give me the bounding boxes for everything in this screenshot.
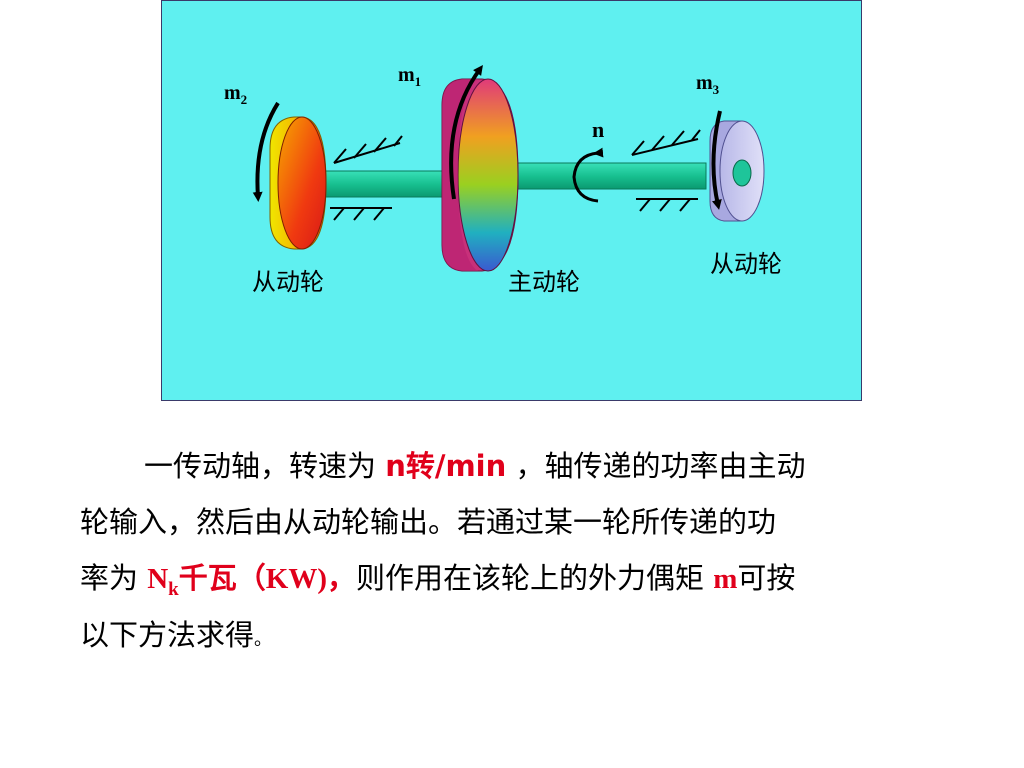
label-n: n xyxy=(592,117,604,142)
label-driven-wheel-right: 从动轮 xyxy=(710,250,782,278)
power-unit-cn: 千瓦（ xyxy=(178,561,266,595)
moment-arrow-m2 xyxy=(252,101,280,202)
paragraph-line-2: 轮输入，然后由从动轮输出。若通过某一轮所传递的功 xyxy=(80,505,777,539)
shaft-diagram: m1 m2 m3 n 从动轮 主动轮 从动轮 xyxy=(161,0,862,401)
speed-unit: n转/min xyxy=(385,449,507,483)
moment-arrow-m3 xyxy=(711,110,722,210)
label-m1: m1 xyxy=(398,64,421,89)
label-driven-wheel-left: 从动轮 xyxy=(252,268,324,296)
driver-wheel xyxy=(441,78,519,272)
moment-arrow-m1 xyxy=(449,64,483,200)
rotation-arrow-n xyxy=(572,147,604,203)
paragraph-line-3: 率为 Nk千瓦（KW)，则作用在该轮上的外力偶矩 m可按 xyxy=(80,561,796,600)
label-m2: m2 xyxy=(224,82,247,107)
label-m3: m3 xyxy=(696,72,720,97)
paragraph-line-1: 一传动轴，转速为 n转/min ，轴传递的功率由主动 xyxy=(144,449,806,483)
paragraph-line-4: 以下方法求得。 xyxy=(80,618,273,652)
right-wheel-hub xyxy=(732,159,752,187)
label-driver-wheel: 主动轮 xyxy=(508,268,580,296)
explanation-paragraph: 一传动轴，转速为 n转/min ，轴传递的功率由主动 轮输入，然后由从动轮输出。… xyxy=(80,438,940,668)
bearing-right xyxy=(631,129,701,212)
moment-symbol: m xyxy=(713,563,738,595)
power-unit-kw: KW) xyxy=(265,563,327,595)
left-driven-wheel xyxy=(269,116,327,250)
right-driven-wheel xyxy=(709,120,765,222)
diagram-canvas: m1 m2 m3 n 从动轮 主动轮 从动轮 xyxy=(162,1,861,400)
power-symbol: Nk xyxy=(147,563,179,600)
bearing-left xyxy=(330,135,403,221)
shaft-right-segment xyxy=(491,162,707,190)
